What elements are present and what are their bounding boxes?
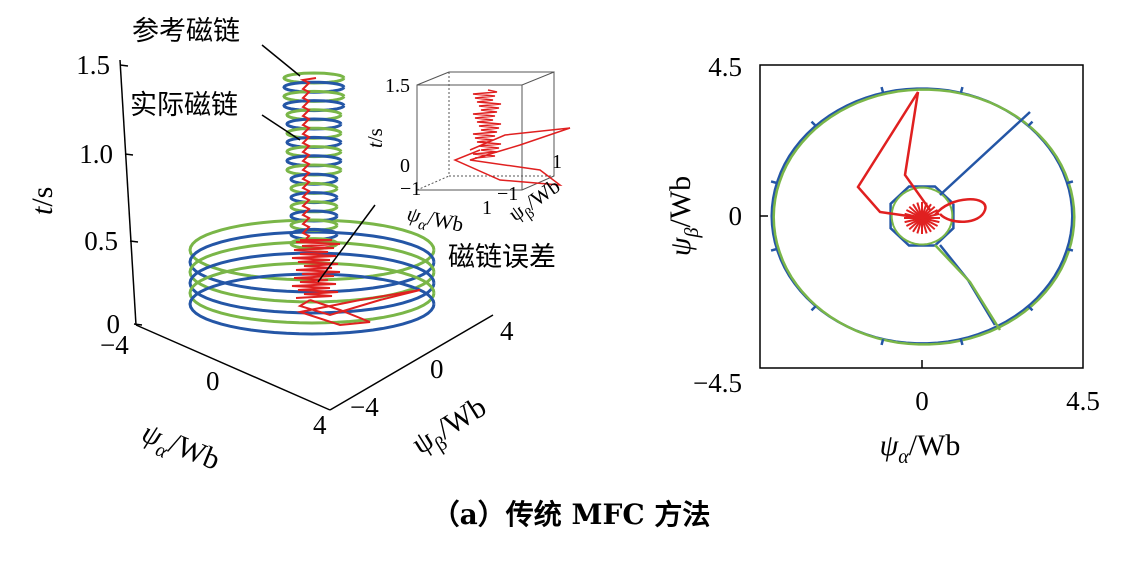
error-annotation: 磁链误差: [448, 242, 556, 273]
flux-step-mark: [1066, 247, 1074, 252]
z-axis-label: t/s: [26, 187, 59, 215]
flux-trajectories-2d: [770, 86, 1076, 346]
flux-ring: [188, 272, 436, 336]
inset-plot-3d: 1.5 0 t/s −1 1 ψα/Wb −1 1 ψβ/Wb: [363, 71, 571, 241]
flux-tower-curves: [282, 71, 346, 251]
x-tick-label: 0: [206, 366, 220, 396]
inset-x-axis-label: ψα/Wb: [404, 201, 466, 241]
y-tick-label: −4: [350, 392, 379, 422]
y-tick-label: 0: [729, 201, 743, 231]
x-axis-line: [135, 324, 331, 411]
z-tick-label: 1.0: [79, 139, 113, 169]
reference-transition-down: [934, 244, 1002, 331]
x-tick-label: 0: [915, 386, 929, 416]
inset-y-tick-label: −1: [497, 183, 518, 205]
x-tick-label: 4.5: [1066, 386, 1100, 416]
inset-error-loop: [453, 127, 571, 186]
z-tick-label: 0.5: [84, 226, 118, 256]
inset-error-trace: [472, 89, 502, 159]
error-excursion-2d: [856, 91, 932, 220]
z-axis-line: [119, 59, 137, 326]
inset-z-tick-label: 0: [400, 155, 410, 177]
reference-annotation: 参考磁链: [132, 16, 240, 47]
flux-step-mark: [959, 338, 964, 346]
flux-step-mark: [1066, 180, 1074, 185]
inset-z-axis-label: t/s: [363, 128, 387, 148]
actual-annotation: 实际磁链: [130, 90, 238, 121]
y-axis-label: ψβ/Wb: [664, 176, 703, 256]
flux-step-mark: [880, 86, 885, 94]
flux-step-mark: [810, 305, 817, 312]
reference-leader-line: [261, 44, 301, 77]
reference-and-actual-flux-curves: [188, 218, 436, 336]
inset-y-tick-label: 1: [552, 151, 562, 173]
x-tick-label: −4: [100, 330, 129, 360]
actual-transition-up: [939, 111, 1031, 196]
inset-error-curve: [453, 89, 571, 186]
x-tick-label-min: −4.5: [693, 368, 742, 398]
flux-ring: [188, 230, 436, 294]
error-leader-line: [317, 204, 376, 283]
actual-leader-line: [261, 114, 301, 141]
flux-ring: [188, 261, 436, 325]
x-tick-label: 4: [313, 410, 327, 440]
flux-step-mark: [959, 86, 964, 94]
flux-step-mark: [770, 247, 778, 252]
y-tick-label: 4: [500, 316, 514, 346]
flux-step-mark: [1027, 305, 1034, 312]
flux-ring: [188, 251, 436, 315]
inset-x-tick-label: 1: [482, 197, 492, 219]
plot-3d: 1.5 1.0 0.5 0 t/s −4 0 4 ψα/Wb −4 0 4 ψβ…: [26, 16, 556, 482]
z-tick-label: 0: [107, 309, 121, 339]
flux-ring: [188, 218, 436, 282]
error-spike-trace: [291, 239, 341, 299]
inner-flux-octagon: [889, 185, 955, 247]
flux-step-mark: [810, 120, 817, 127]
flux-error-curve: [291, 77, 421, 327]
actual-transition-down: [939, 244, 997, 326]
y-axis-label: ψβ/Wb: [406, 390, 495, 466]
error-loop-2d: [934, 198, 987, 223]
plot-2d: 4.5 0 −4.5 0 4.5 ψα/Wb ψβ/Wb: [664, 52, 1100, 468]
z-tick-label: 1.5: [76, 50, 110, 80]
flux-step-mark: [770, 180, 778, 185]
x-axis-label: ψα/Wb: [135, 416, 225, 482]
flux-step-mark: [1027, 120, 1034, 127]
y-axis-line: [329, 314, 494, 411]
flux-step-mark: [880, 338, 885, 346]
figure-caption: （a）传统 MFC 方法: [432, 498, 711, 531]
inner-reference-circle: [890, 186, 954, 246]
error-excursion: [296, 289, 421, 327]
x-axis-label: ψα/Wb: [880, 429, 961, 468]
inset-z-tick-label: 1.5: [385, 75, 410, 97]
inset-x-tick-label: −1: [400, 178, 421, 200]
y-tick-label: 0: [430, 354, 444, 384]
error-spike-trace: [299, 77, 317, 240]
y-tick-label: 4.5: [708, 52, 742, 82]
